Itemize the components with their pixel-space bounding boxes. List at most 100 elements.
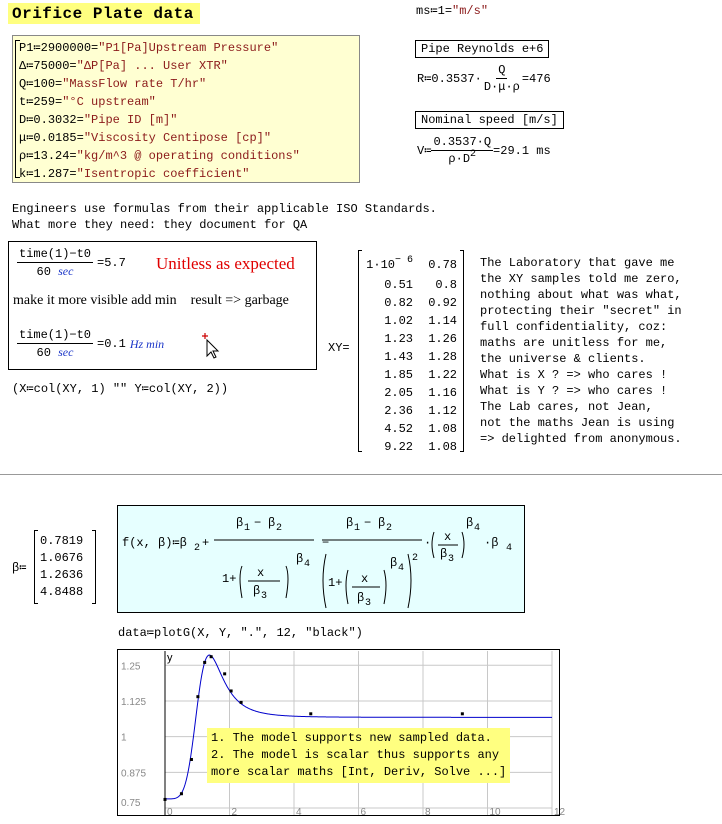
input-lhs: Q≔100=	[19, 77, 63, 91]
engineers-note-line: Engineers use formulas from their applic…	[12, 202, 437, 216]
unitless-den-num: 60	[36, 346, 51, 360]
x-tick-label: 2	[232, 807, 238, 818]
formula-sub: 1	[354, 523, 360, 534]
col-definition[interactable]: (X≔col(XY, 1) "" Y≔col(XY, 2))	[12, 382, 229, 396]
unitless-result-2-units: Hz min	[129, 336, 165, 351]
unitless-expr-1: time(1)−t0 60 sec =5.7	[17, 247, 126, 279]
input-row[interactable]: t≔259="°C upstream"	[19, 93, 300, 111]
xy-cell-x: 1·10− 6	[363, 255, 413, 276]
data-point	[209, 655, 213, 659]
input-string: "ΔP[Pa] ... User XTR"	[76, 59, 228, 73]
page-title: Orifice Plate data	[8, 3, 200, 24]
unitless-region[interactable]: time(1)−t0 60 sec =5.7 Unitless as expec…	[8, 241, 317, 370]
input-row[interactable]: k≔1.287="Isentropic coefficient"	[19, 165, 300, 183]
lab-note-line: the universe & clients.	[480, 352, 646, 366]
y-tick-label: 0.75	[121, 798, 141, 809]
model-formula[interactable]: f(x, β)≔β 2 + β 1 − β 2 1+ x β 3 β 4 − β…	[117, 505, 525, 613]
reynolds-formula[interactable]: R≔0.3537· Q D·μ·ρ =476	[417, 63, 551, 94]
engineers-note[interactable]: Engineers use formulas from their applic…	[12, 201, 437, 233]
xy-cell-x: 0.82	[363, 294, 413, 312]
nominal-den-base: ρ·D	[448, 152, 471, 166]
formula-beta: β	[253, 584, 260, 598]
plot-note-line: 2. The model is scalar thus supports any	[211, 748, 500, 762]
input-row[interactable]: ρ≔13.24="kg/m^3 @ operating conditions"	[19, 147, 300, 165]
formula-paren	[345, 569, 387, 605]
input-lhs: ρ≔13.24=	[19, 149, 77, 163]
unitless-num-1: time(1)−t0	[17, 247, 94, 263]
formula-beta: β	[378, 516, 385, 530]
x-tick-label: 8	[425, 807, 431, 818]
section-divider	[0, 474, 722, 475]
input-string: "Viscosity Centipose [cp]"	[83, 131, 272, 145]
xy-cell-x-value: 1.43	[384, 350, 413, 364]
nominal-formula[interactable]: V≔ 0.3537·Q ρ·D2 =29.1 ms	[417, 135, 551, 166]
xy-cell-y: 1.14	[428, 314, 457, 328]
unitless-den-unit: sec	[58, 264, 74, 278]
xy-cell-x: 1.85	[363, 366, 413, 384]
formula-paren	[431, 531, 465, 559]
reynolds-result: =476	[521, 71, 551, 86]
xy-cell-x-value: 1.02	[384, 314, 413, 328]
ms-string: "m/s"	[452, 4, 489, 18]
input-row[interactable]: D≔0.3032="Pipe ID [m]"	[19, 111, 300, 129]
input-row[interactable]: Δ≔75000="ΔP[Pa] ... User XTR"	[19, 57, 300, 75]
input-row[interactable]: Q≔100="MassFlow rate T/hr"	[19, 75, 300, 93]
xy-cell-x: 1.43	[363, 348, 413, 366]
formula-sub: 4	[398, 563, 404, 574]
unitless-middle-text: make it more visible add min result => g…	[13, 293, 289, 308]
formula-sub: 1	[244, 523, 250, 534]
xy-cell-x: 9.22	[363, 438, 413, 456]
input-row[interactable]: P1≔2900000="P1[Pa]Upstream Pressure"	[19, 39, 300, 57]
formula-frac1-num: β	[236, 516, 243, 530]
xy-label: XY=	[328, 341, 350, 355]
formula-sub: 3	[448, 554, 454, 565]
formula-plus: +	[202, 536, 209, 550]
x-tick-label: 6	[361, 807, 367, 818]
unitless-den-num: 60	[36, 265, 51, 279]
unitless-fraction-2: time(1)−t0 60 sec	[17, 328, 94, 360]
xy-cell-x: 2.36	[363, 402, 413, 420]
y-tick-label: 0.875	[121, 768, 146, 779]
nominal-num: 0.3537·Q	[431, 135, 494, 151]
nominal-den: ρ·D2	[446, 149, 478, 166]
xy-cell-exponent: − 6	[394, 255, 413, 266]
reynolds-fraction: Q D·μ·ρ	[482, 63, 522, 94]
data-point	[196, 695, 200, 699]
formula-x: x	[444, 530, 451, 544]
data-point	[223, 672, 227, 676]
reynolds-label-text: Pipe Reynolds e+6	[421, 42, 544, 56]
formula-sub: 4	[474, 523, 480, 534]
xy-cell-x-value: 2.05	[384, 386, 413, 400]
matrix-bracket-bottom-right	[460, 451, 464, 452]
plot-command[interactable]: data≔plotG(X, Y, ".", 12, "black")	[118, 626, 363, 640]
matrix-bracket-top-left	[34, 530, 38, 531]
data-point	[460, 712, 464, 716]
y-tick-label: 1.125	[121, 697, 146, 708]
input-list: P1≔2900000="P1[Pa]Upstream Pressure"Δ≔75…	[19, 39, 300, 183]
input-region[interactable]: P1≔2900000="P1[Pa]Upstream Pressure"Δ≔75…	[12, 35, 360, 183]
unitless-den-unit: sec	[58, 345, 74, 359]
xy-cell-x-value: 1.85	[384, 368, 413, 382]
data-point	[163, 797, 167, 801]
input-lhs: t≔259=	[19, 95, 63, 109]
matrix-bracket-top-right	[92, 530, 96, 531]
xy-cell-x: 4.52	[363, 420, 413, 438]
formula-beta: β	[268, 516, 275, 530]
input-lhs: P1≔2900000=	[19, 41, 99, 55]
formula-beta: β	[440, 547, 447, 561]
x-tick-label: 0	[167, 807, 173, 818]
xy-row: 1.02 1.14	[363, 312, 457, 330]
formula-sub: 4	[506, 543, 512, 554]
ms-definition[interactable]: ms≔1="m/s"	[416, 3, 488, 18]
input-row[interactable]: μ≔0.0185="Viscosity Centipose [cp]"	[19, 129, 300, 147]
